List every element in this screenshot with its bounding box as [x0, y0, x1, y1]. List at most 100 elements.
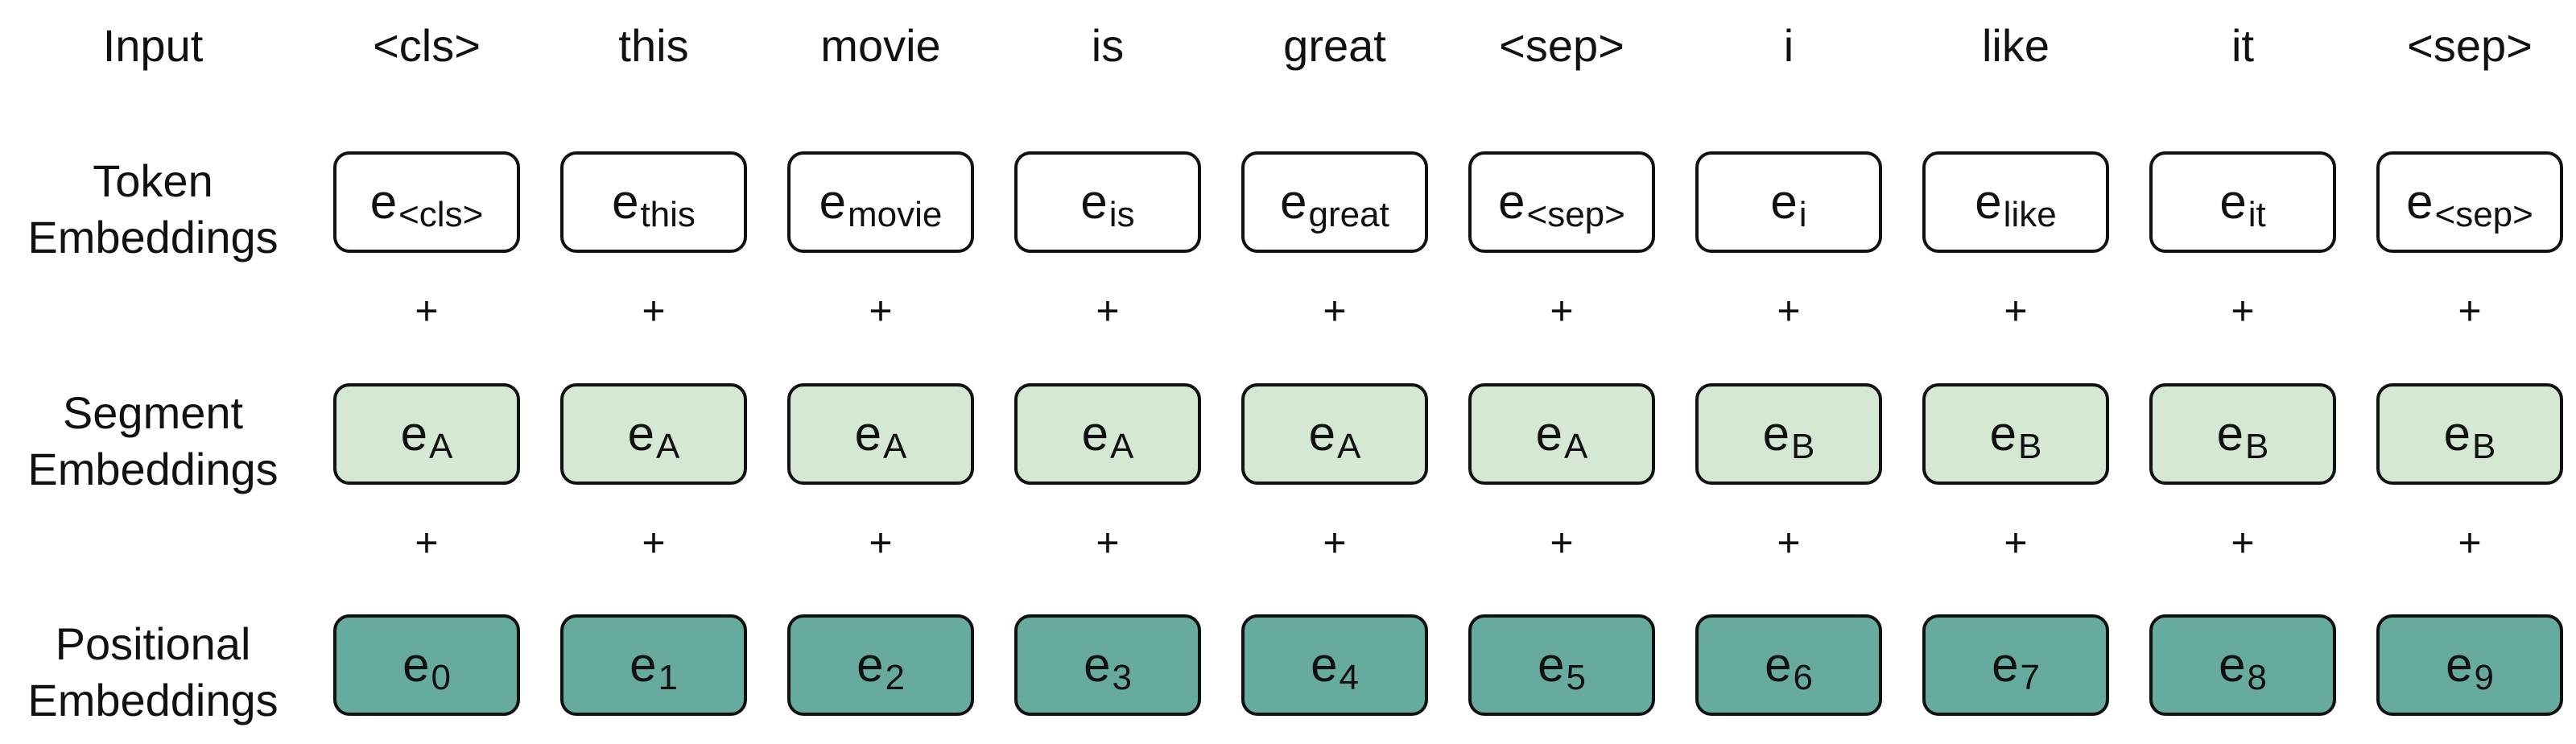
input-token: <sep>	[1499, 20, 1624, 71]
positional-embedding-subscript: 6	[1793, 658, 1813, 697]
token-embedding-subscript: <sep>	[1526, 195, 1625, 234]
plus-operator: +	[869, 520, 893, 565]
plus-operator: +	[869, 288, 893, 333]
segment-embedding-subscript: B	[2245, 427, 2269, 466]
segment-embedding-subscript: A	[1110, 427, 1134, 466]
input-token: movie	[820, 20, 941, 71]
embedding-symbol: e	[1989, 407, 2017, 461]
plus-operator: +	[1550, 520, 1574, 565]
embedding-symbol: e	[1308, 407, 1335, 461]
positional-embedding-subscript: 7	[2020, 658, 2040, 697]
embedding-symbol: e	[612, 175, 639, 229]
embedding-symbol: e	[2216, 407, 2244, 461]
embedding-symbol: e	[369, 175, 398, 229]
plus-operator: +	[2004, 520, 2028, 565]
token-embedding-subscript: <cls>	[398, 195, 484, 234]
plus-operator: +	[1096, 520, 1120, 565]
embedding-symbol: e	[1311, 638, 1338, 692]
plus-operator: +	[1550, 288, 1574, 333]
embedding-symbol: e	[1770, 175, 1798, 229]
embedding-symbol: e	[1498, 175, 1525, 229]
plus-operator: +	[1096, 288, 1120, 333]
token-embedding-box: e<sep>	[2376, 151, 2563, 253]
segment-embedding-subscript: A	[1564, 427, 1588, 466]
embedding-symbol: e	[630, 638, 657, 692]
segment-embeddings-label: Segment Embeddings	[27, 387, 279, 494]
embedding-symbol: e	[402, 638, 430, 692]
token-embedding-box: e<cls>	[333, 151, 520, 253]
embedding-symbol: e	[1280, 175, 1307, 229]
plus-operator: +	[642, 288, 666, 333]
segment-embedding-subscript: A	[883, 427, 907, 466]
embedding-symbol: e	[1975, 175, 2002, 229]
embedding-symbol: e	[1765, 638, 1792, 692]
embedding-symbol: e	[1762, 407, 1790, 461]
token-embedding-subscript: is	[1108, 195, 1135, 234]
plus-operator: +	[1777, 288, 1801, 333]
positional-embedding-subscript: 2	[885, 658, 905, 697]
positional-embedding-subscript: 5	[1566, 658, 1586, 697]
input-token: like	[1981, 20, 2050, 71]
input-token: it	[2231, 20, 2254, 71]
input-token: i	[1783, 20, 1794, 71]
plus-operator: +	[2004, 288, 2028, 333]
embedding-symbol: e	[819, 175, 846, 229]
plus-operator: +	[642, 520, 666, 565]
embedding-symbol: e	[1080, 175, 1108, 229]
plus-operator: +	[2231, 520, 2255, 565]
segment-embedding-subscript: B	[2018, 427, 2042, 466]
input-token: this	[618, 20, 689, 71]
token-embeddings-label: Token Embeddings	[27, 155, 279, 262]
embedding-symbol: e	[1084, 638, 1111, 692]
embedding-symbol: e	[627, 407, 654, 461]
embedding-symbol: e	[857, 638, 884, 692]
input-token: <cls>	[373, 20, 481, 71]
token-embedding-box: e<sep>	[1468, 151, 1655, 253]
embedding-symbol: e	[1535, 407, 1563, 461]
positional-embedding-subscript: 9	[2474, 658, 2494, 697]
token-embedding-subscript: it	[2248, 195, 2266, 234]
segment-embedding-subscript: B	[2472, 427, 2496, 466]
embedding-symbol: e	[2219, 175, 2247, 229]
token-embedding-subscript: movie	[848, 195, 943, 234]
input-token: is	[1091, 20, 1125, 71]
embedding-symbol: e	[2406, 175, 2434, 229]
embedding-symbol: e	[1081, 407, 1108, 461]
positional-embedding-subscript: 1	[658, 658, 678, 697]
token-embedding-subscript: like	[2003, 195, 2057, 234]
plus-operator: +	[415, 288, 439, 333]
segment-embedding-subscript: B	[1791, 427, 1815, 466]
plus-operator: +	[415, 520, 439, 565]
positional-embedding-subscript: 0	[431, 658, 451, 697]
positional-embedding-subscript: 8	[2247, 658, 2267, 697]
token-embedding-subscript: this	[640, 195, 696, 234]
positional-embedding-subscript: 4	[1339, 658, 1359, 697]
embedding-symbol: e	[2443, 407, 2471, 461]
token-embedding-subscript: great	[1308, 195, 1389, 234]
embedding-symbol: e	[2446, 638, 2473, 692]
plus-operator: +	[2458, 520, 2482, 565]
positional-embeddings-label: Positional Embeddings	[27, 618, 279, 725]
input-row-label: Input	[102, 20, 204, 71]
positional-embedding-subscript: 3	[1112, 658, 1132, 697]
plus-operator: +	[2458, 288, 2482, 333]
